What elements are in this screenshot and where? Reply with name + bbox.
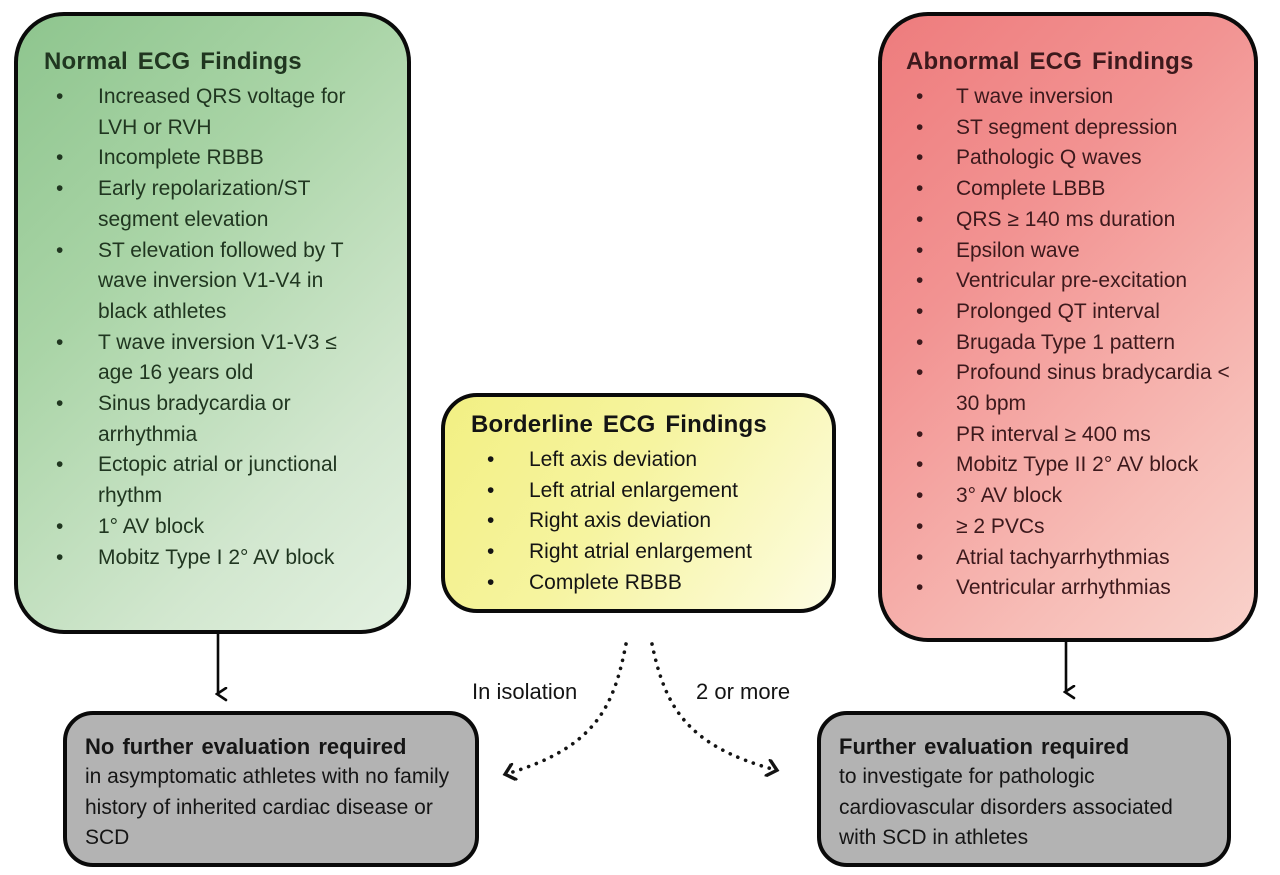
list-item: Epsilon wave <box>906 236 1236 267</box>
list-item: Prolonged QT interval <box>906 297 1236 328</box>
list-item: ST segment depression <box>906 113 1236 144</box>
list-item: Right axis deviation <box>471 506 814 537</box>
list-item: ≥ 2 PVCs <box>906 512 1236 543</box>
list-item: Right atrial enlargement <box>471 537 814 568</box>
list-item: Mobitz Type II 2° AV block <box>906 450 1236 481</box>
list-item: Brugada Type 1 pattern <box>906 328 1236 359</box>
borderline-in-isolation-arrow <box>506 642 628 774</box>
list-item: Complete LBBB <box>906 174 1236 205</box>
list-item: 1° AV block <box>44 512 373 543</box>
no-further-evaluation-body: in asymptomatic athletes with no family … <box>85 765 450 849</box>
normal-box-title: Normal ECG Findings <box>44 48 302 75</box>
list-item: T wave inversion V1-V3 ≤ age 16 years ol… <box>44 328 373 389</box>
list-item: Sinus bradycardia or arrhythmia <box>44 389 373 450</box>
list-item: Atrial tachyarrhythmias <box>906 543 1236 574</box>
list-item: Increased QRS voltage for LVH or RVH <box>44 82 373 143</box>
borderline-two-or-more-arrow <box>650 642 776 770</box>
borderline-box-title: Borderline ECG Findings <box>471 411 767 438</box>
list-item: Ectopic atrial or junctional rhythm <box>44 450 373 511</box>
two-or-more-label: 2 or more <box>696 679 791 704</box>
list-item: Left axis deviation <box>471 445 814 476</box>
further-evaluation-title: Further evaluation required <box>839 734 1130 759</box>
normal-findings-list: Increased QRS voltage for LVH or RVH Inc… <box>44 82 373 573</box>
list-item: ST elevation followed by T wave inversio… <box>44 236 373 328</box>
no-further-evaluation-box: No further evaluation required in asympt… <box>63 711 479 867</box>
list-item: 3° AV block <box>906 481 1236 512</box>
borderline-ecg-findings-box: Borderline ECG Findings Left axis deviat… <box>441 393 836 613</box>
abnormal-ecg-findings-box: Abnormal ECG Findings T wave inversion S… <box>878 12 1258 642</box>
list-item: Profound sinus bradycardia < 30 bpm <box>906 358 1236 419</box>
further-evaluation-body: to investigate for pathologic cardiovasc… <box>839 765 1173 849</box>
list-item: T wave inversion <box>906 82 1236 113</box>
borderline-findings-list: Left axis deviation Left atrial enlargem… <box>471 445 814 599</box>
abnormal-findings-list: T wave inversion ST segment depression P… <box>906 82 1236 604</box>
list-item: Ventricular arrhythmias <box>906 573 1236 604</box>
list-item: Ventricular pre-excitation <box>906 266 1236 297</box>
list-item: QRS ≥ 140 ms duration <box>906 205 1236 236</box>
abnormal-box-title: Abnormal ECG Findings <box>906 48 1194 75</box>
no-further-evaluation-title: No further evaluation required <box>85 734 407 759</box>
list-item: Early repolarization/ST segment elevatio… <box>44 174 373 235</box>
in-isolation-label: In isolation <box>472 679 578 704</box>
list-item: Complete RBBB <box>471 568 814 599</box>
list-item: Pathologic Q waves <box>906 143 1236 174</box>
list-item: Left atrial enlargement <box>471 476 814 507</box>
normal-ecg-findings-box: Normal ECG Findings Increased QRS voltag… <box>14 12 411 634</box>
further-evaluation-box: Further evaluation required to investiga… <box>817 711 1231 867</box>
list-item: Incomplete RBBB <box>44 143 373 174</box>
list-item: Mobitz Type I 2° AV block <box>44 543 373 574</box>
list-item: PR interval ≥ 400 ms <box>906 420 1236 451</box>
